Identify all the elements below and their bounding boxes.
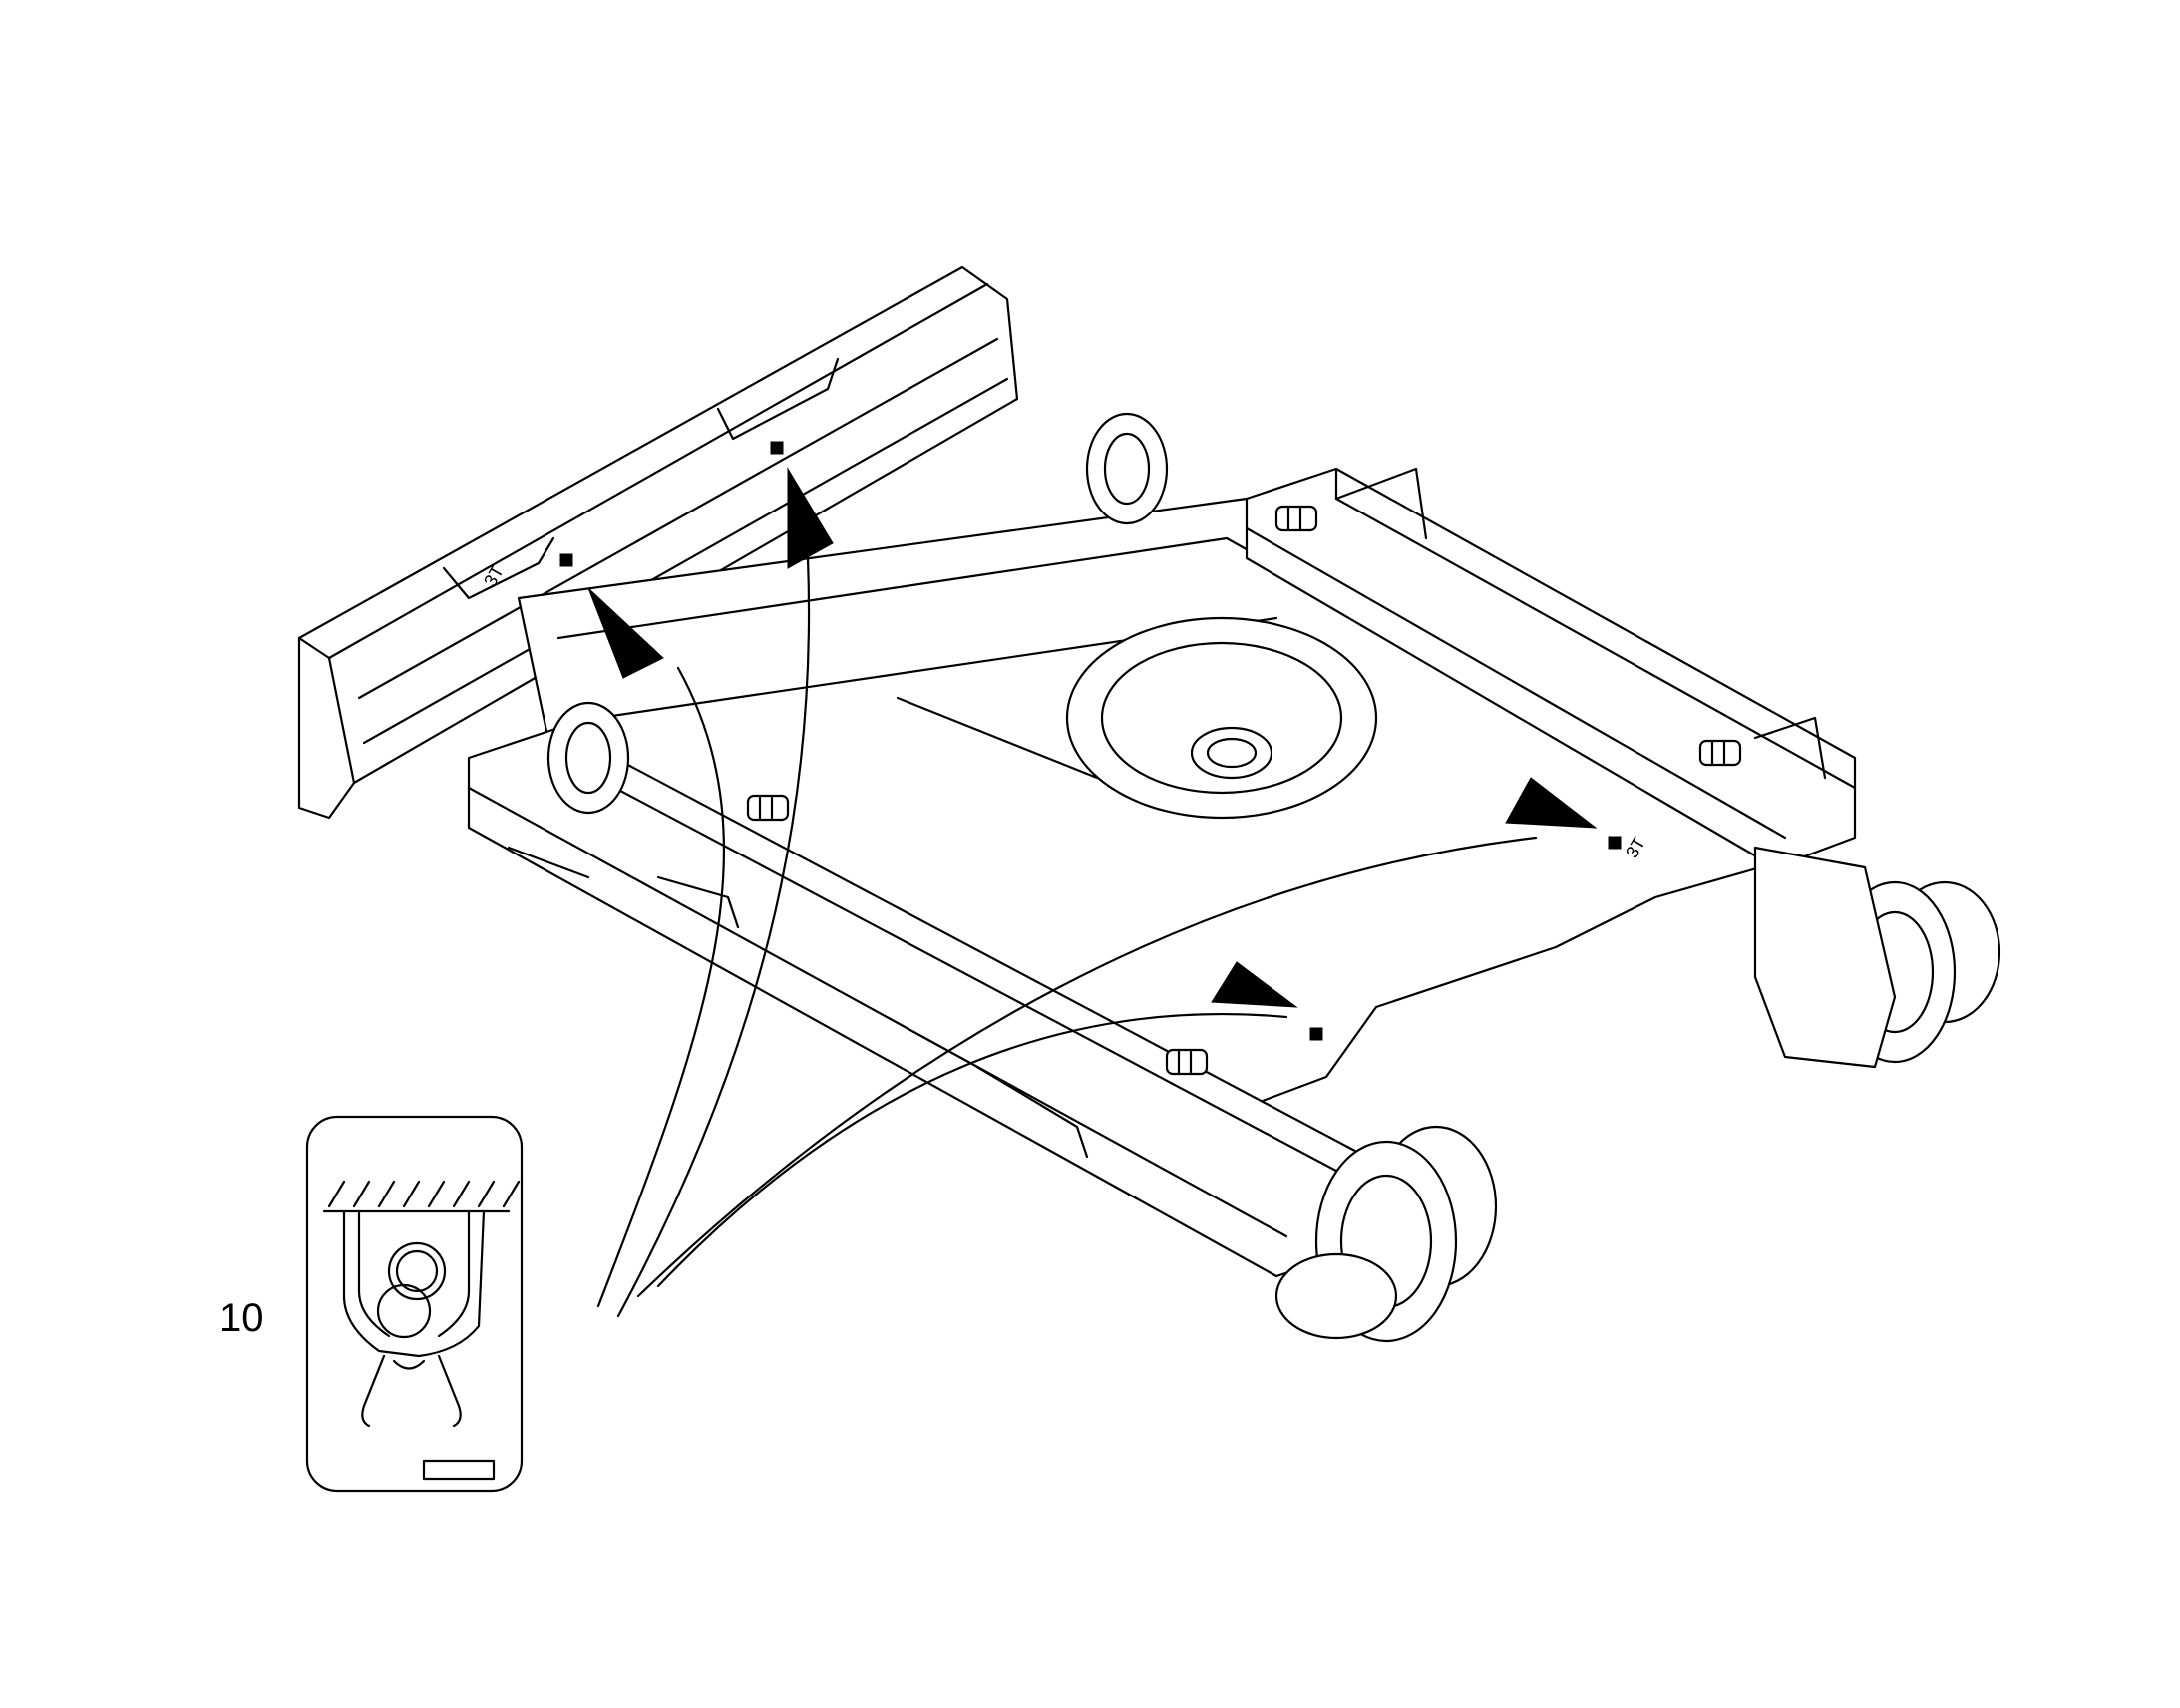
callout-number: 10 xyxy=(219,1296,264,1340)
lifting-point-decal-icon xyxy=(305,1115,524,1493)
track-guards xyxy=(656,467,1827,1159)
pointer-arrow-icon xyxy=(787,467,834,569)
final-drive-left xyxy=(1274,1125,1498,1343)
pointer-arrow-icon xyxy=(1211,961,1298,1008)
leader-lines xyxy=(596,556,1538,1318)
pointer-arrow-icon xyxy=(587,587,664,679)
grease-fittings xyxy=(746,505,1742,1076)
dozer-blade xyxy=(297,265,1019,820)
swing-bearing xyxy=(1065,616,1378,820)
lifting-point-markers xyxy=(559,441,1622,1041)
pointer-arrows xyxy=(587,467,1598,1008)
track-rollers xyxy=(546,412,1169,815)
pointer-arrow-icon xyxy=(1505,777,1598,829)
final-drive-right xyxy=(1753,846,2001,1069)
